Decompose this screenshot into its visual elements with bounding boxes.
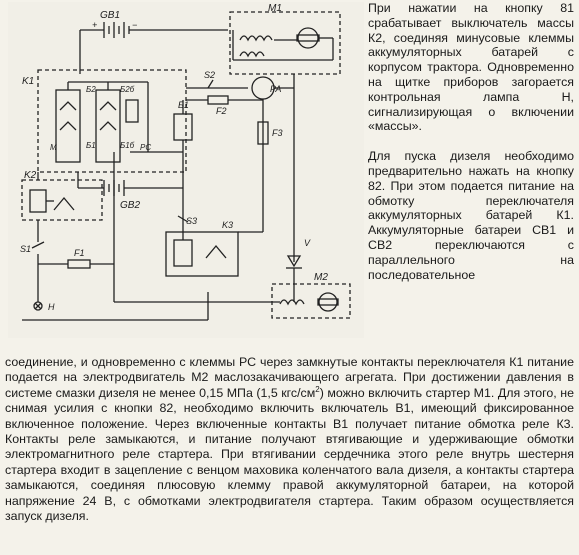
label-f1: F1 <box>74 248 85 258</box>
label-b1: Б1 <box>86 141 96 150</box>
wiring-diagram: GB1 M1 K1 Б2 Б2б Б1 Б1б S2 PA F2 F3 Б1 М… <box>8 2 364 338</box>
label-pc: PC <box>140 143 151 152</box>
wiring-diagram-svg: GB1 M1 K1 Б2 Б2б Б1 Б1б S2 PA F2 F3 Б1 М… <box>20 3 351 321</box>
label-m2: M2 <box>314 272 328 283</box>
label-gb2: GB2 <box>120 200 140 211</box>
paragraph-mass-switch: При нажатии на кнопку 81 срабатывает вык… <box>368 1 574 134</box>
label-k2: K2 <box>24 170 37 181</box>
label-f3: F3 <box>272 128 283 138</box>
label-pa: PA <box>270 84 281 94</box>
label-s1: S1 <box>20 244 31 254</box>
label-h: H <box>48 302 55 312</box>
label-k3: K3 <box>222 220 233 230</box>
label-b1b: Б1б <box>120 141 135 150</box>
label-f2: F2 <box>216 106 227 116</box>
label-b1-switch: Б1 <box>178 100 189 110</box>
paragraph-part-b: ) можно включить стартер М1. Для этого, … <box>5 385 574 524</box>
label-s2: S2 <box>204 70 215 80</box>
label-b2b: Б2б <box>120 85 135 94</box>
label-minus: − <box>132 20 137 30</box>
paragraph-diesel-start: Для пуска дизеля необходимо предваритель… <box>368 149 574 282</box>
superscript-squared: 2 <box>315 384 320 394</box>
paragraph-part-a: соединение, и одновременно с клеммы РС ч… <box>5 355 574 400</box>
label-m-terminal: М <box>50 143 57 152</box>
paragraph-starter-sequence: соединение, и одновременно с клеммы РС ч… <box>5 355 574 524</box>
bottom-text: соединение, и одновременно с клеммы РС ч… <box>5 355 574 524</box>
label-k1: K1 <box>22 76 34 87</box>
label-plus: + <box>92 20 97 30</box>
right-column-text: При нажатии на кнопку 81 срабатывает вык… <box>368 1 574 282</box>
label-s3: S3 <box>186 216 197 226</box>
label-gb1: GB1 <box>100 10 120 21</box>
label-m1: M1 <box>268 3 282 14</box>
label-v: V <box>304 238 311 248</box>
label-b2: Б2 <box>86 85 96 94</box>
